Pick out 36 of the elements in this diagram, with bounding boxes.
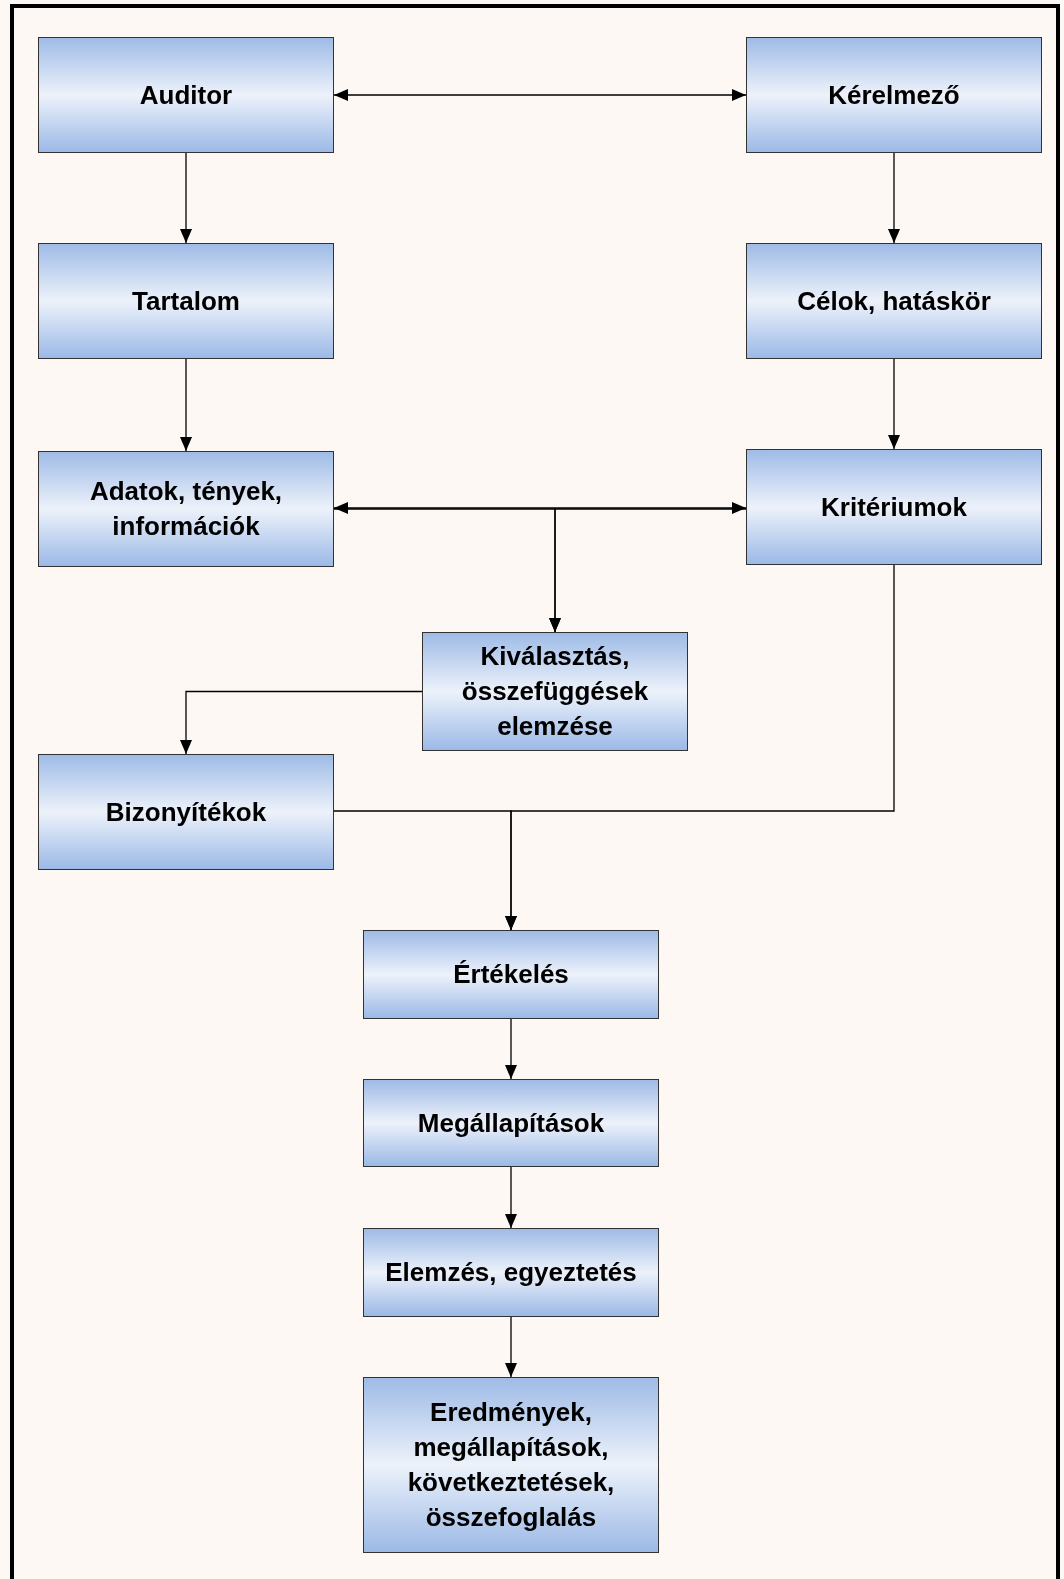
box-label: Elemzés, egyeztetés: [385, 1256, 637, 1289]
box-label: Megállapítások: [417, 1106, 605, 1140]
process-box: [746, 37, 1042, 153]
box-label: Tartalom: [132, 284, 240, 318]
box-label: Eredmények, megállapítások, következtetések, összefoglalás: [406, 1396, 616, 1534]
box-label: Kritériumok: [821, 490, 967, 524]
arrow: [505, 1166, 517, 1229]
arrow: [180, 152, 192, 244]
arrow: [505, 1018, 517, 1080]
arrow: [505, 564, 895, 931]
arrow: [180, 358, 192, 452]
arrow: [180, 690, 423, 755]
process-box: [38, 451, 334, 567]
box-label: Kérelmező: [828, 78, 960, 112]
process-box: [363, 1377, 659, 1553]
arrow: [888, 152, 900, 244]
process-box: [422, 632, 688, 751]
box-label: Bizonyítékok: [105, 795, 267, 829]
process-box: [363, 1228, 659, 1317]
process-box: [38, 754, 334, 870]
process-box: [363, 930, 659, 1019]
arrow: [333, 502, 747, 514]
process-box: [38, 37, 334, 153]
box-label: Auditor: [139, 78, 233, 112]
process-box: [746, 449, 1042, 565]
process-box: [38, 243, 334, 359]
arrow: [333, 89, 747, 101]
box-label: Célok, hatáskör: [797, 284, 991, 318]
box-label: Értékelés: [453, 958, 569, 991]
arrow: [505, 1316, 517, 1378]
process-box: [746, 243, 1042, 359]
arrow: [549, 508, 747, 633]
box-label: Kiválasztás, összefüggések elemzése: [460, 640, 650, 743]
arrow: [888, 358, 900, 450]
process-box: [363, 1079, 659, 1167]
box-label: Adatok, tények, információk: [88, 475, 284, 543]
